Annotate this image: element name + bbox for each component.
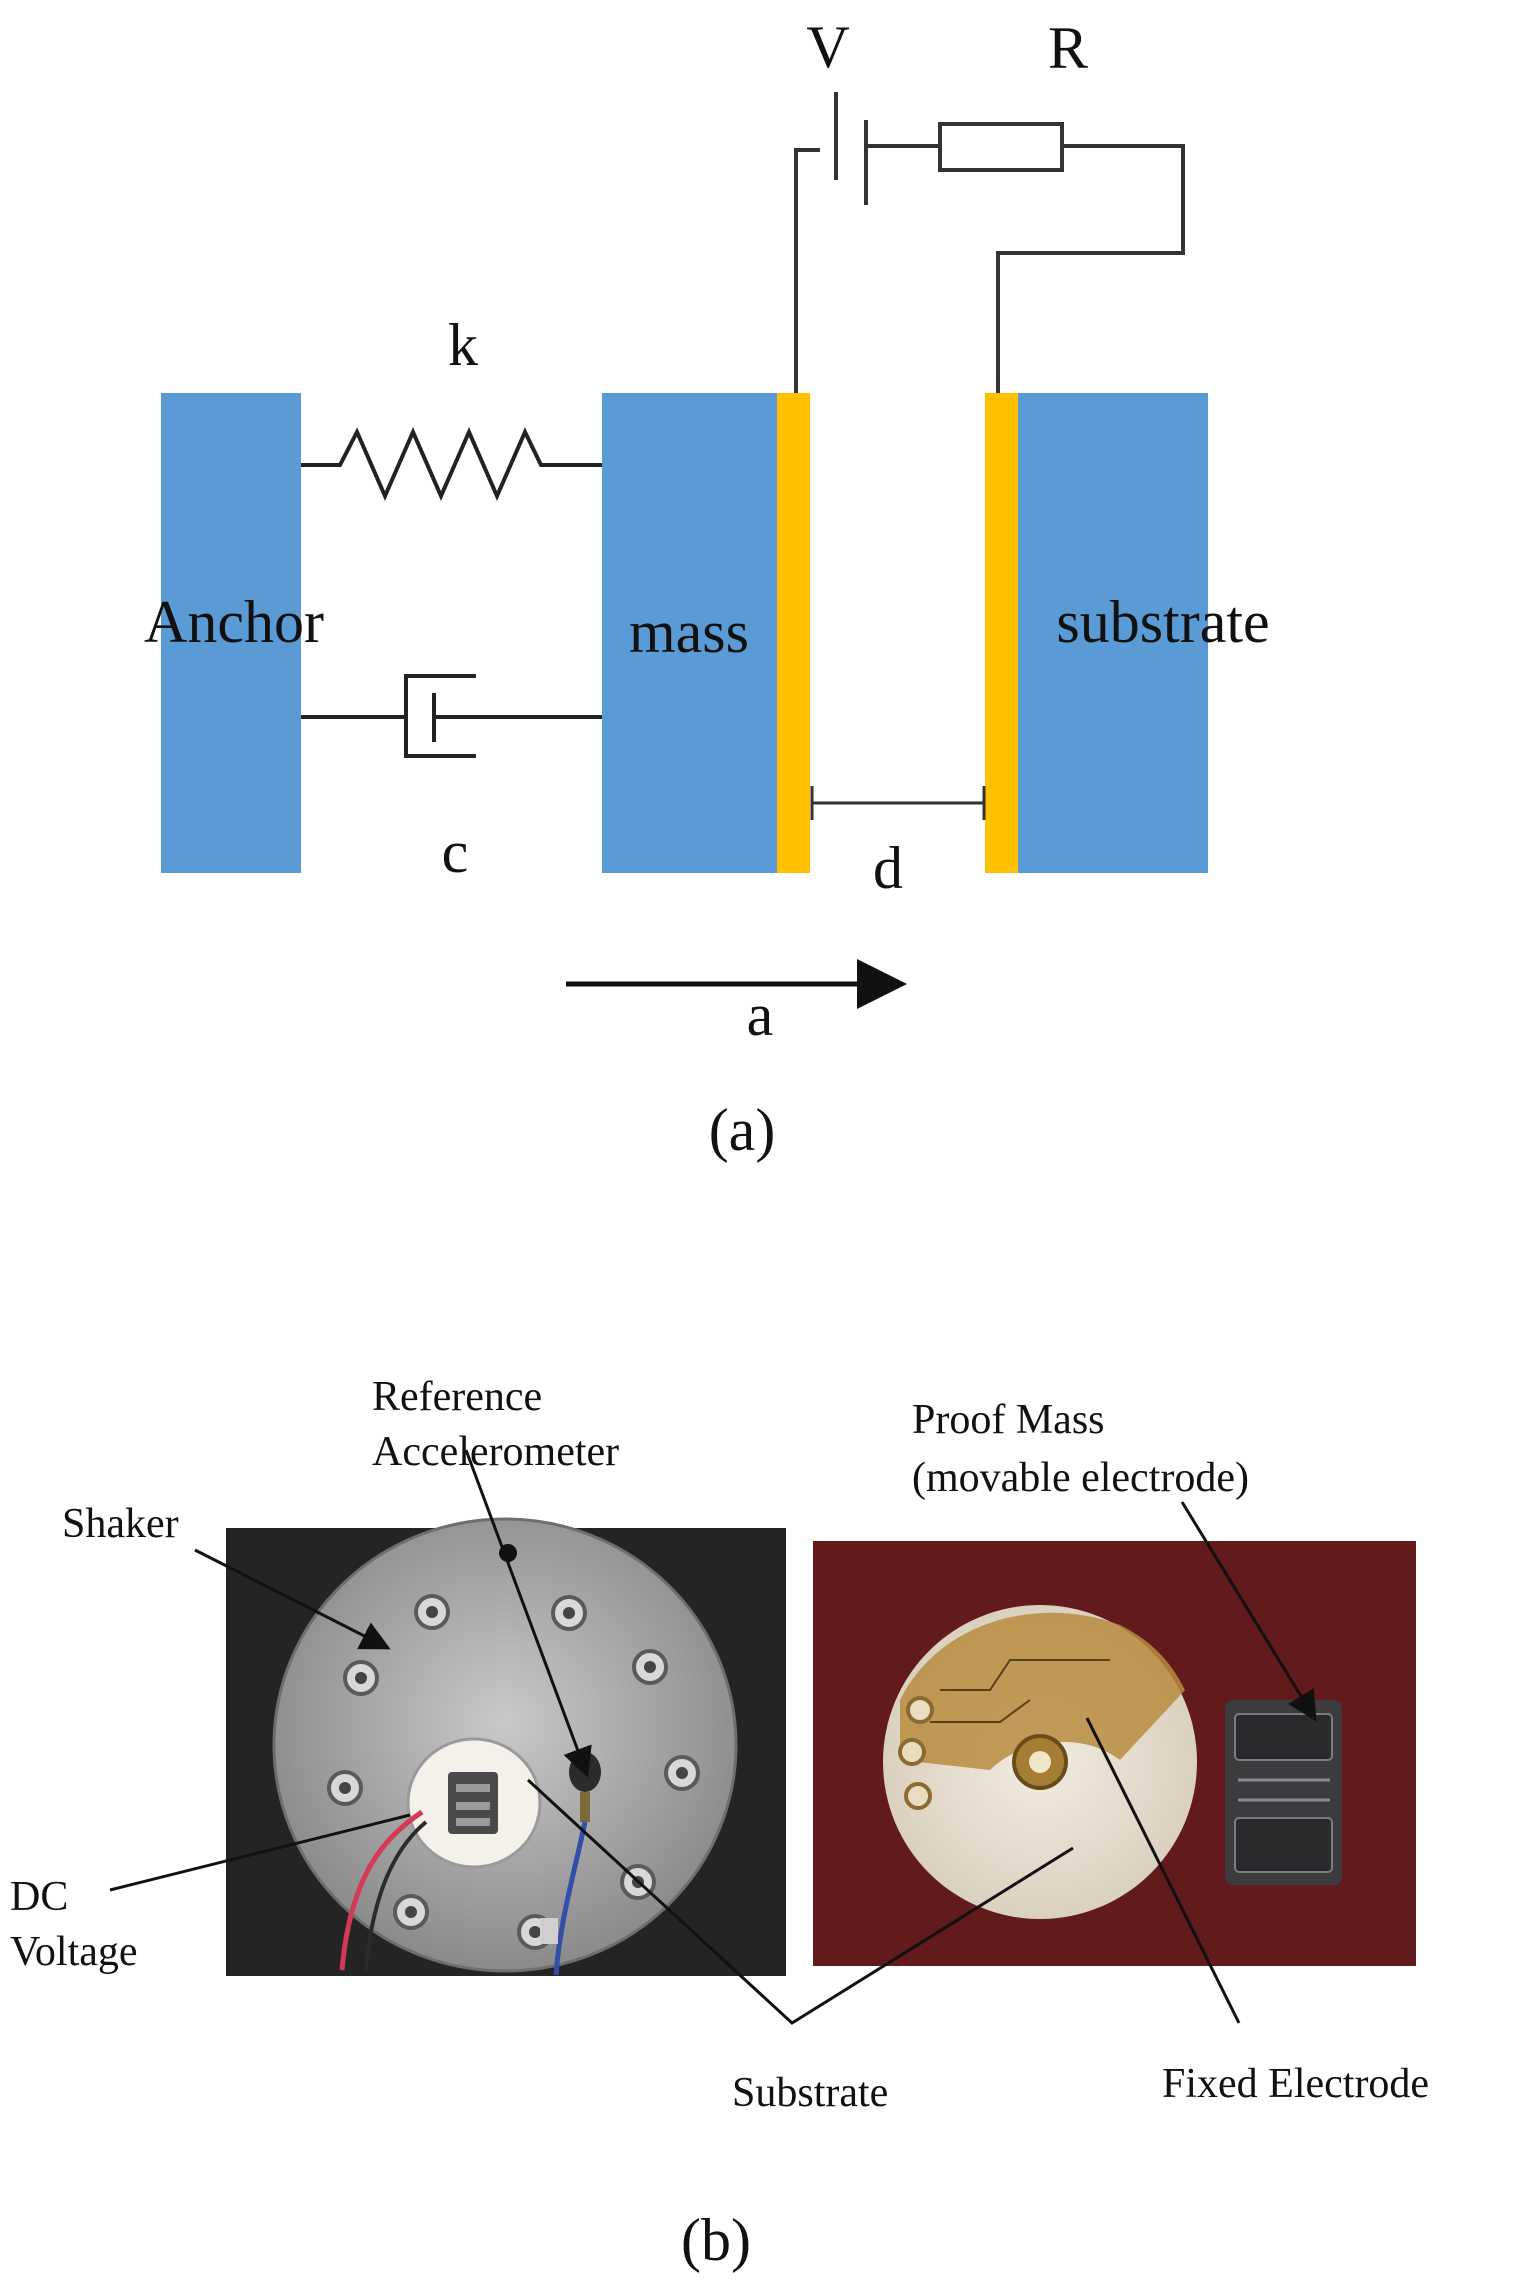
shaker-label: Shaker — [62, 1501, 179, 1547]
anchor-label: Anchor — [144, 589, 324, 655]
schematic-diagram: V R k c d Anchor mass substrate — [144, 14, 1270, 1163]
resistor-label: R — [1048, 15, 1088, 81]
gap-dimension — [810, 786, 986, 820]
acceleration-label: a — [747, 982, 774, 1048]
circuit-wire-left — [794, 148, 820, 393]
proof-mass-label-line2: (movable electrode) — [912, 1455, 1249, 1501]
proof-mass-label-line1: Proof Mass — [912, 1397, 1105, 1443]
mass-label: mass — [629, 599, 749, 665]
substrate-block — [1018, 393, 1208, 873]
dc-voltage-label-line1: DC — [10, 1874, 68, 1920]
substrate-label: substrate — [1056, 589, 1269, 655]
anchor-block — [161, 393, 301, 873]
substrate-electrode — [985, 393, 1018, 873]
dc-voltage-label-line2: Voltage — [10, 1929, 138, 1975]
substrate-callout-label: Substrate — [732, 2070, 888, 2116]
circuit-wire-right — [996, 144, 1185, 393]
mass-electrode — [777, 393, 810, 873]
shaker-photo — [226, 1517, 786, 1976]
damper-label: c — [442, 819, 469, 885]
substrate-photo — [813, 1541, 1416, 1966]
resistor-symbol — [938, 122, 1064, 172]
proof-mass-chip — [1225, 1700, 1342, 1885]
spring-label: k — [448, 312, 478, 378]
spring-symbol — [301, 427, 602, 501]
gap-label: d — [873, 835, 903, 901]
reference-label-line2: Accelerometer — [372, 1429, 619, 1475]
caption-a: (a) — [709, 1097, 776, 1163]
mass-block — [602, 393, 777, 873]
damper-symbol — [301, 674, 602, 758]
photo-panel: Reference Accelerometer Shaker DC Voltag… — [10, 1374, 1429, 2273]
callout-lines — [109, 1449, 1317, 2025]
caption-b: (b) — [681, 2207, 751, 2273]
voltage-label: V — [806, 14, 849, 80]
fixed-electrode-label: Fixed Electrode — [1162, 2061, 1429, 2107]
reference-label-line1: Reference — [372, 1374, 542, 1420]
